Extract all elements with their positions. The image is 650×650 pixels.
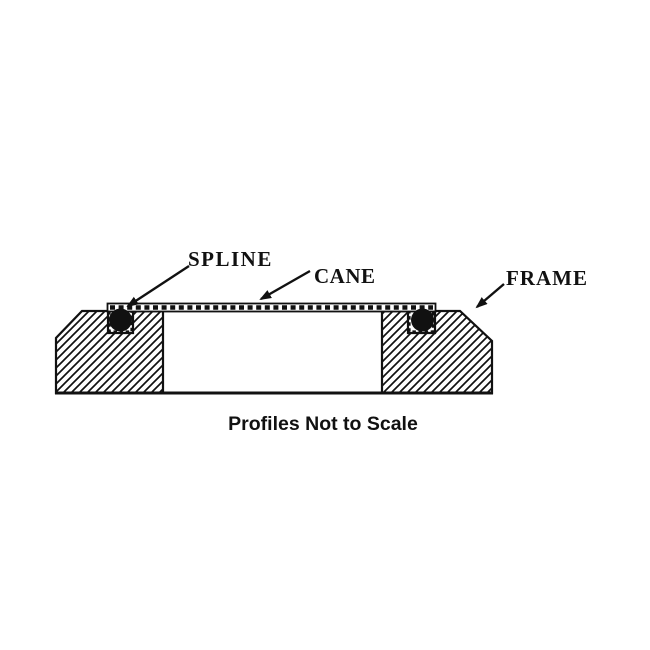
cane-label: CANE: [314, 264, 376, 288]
cane-strip: [106, 302, 437, 313]
frame-label: FRAME: [506, 266, 588, 290]
scale-caption: Profiles Not to Scale: [228, 413, 418, 435]
frame-arrow: [475, 283, 505, 309]
frame-left-profile: [54, 309, 165, 395]
spline-arrow: [126, 264, 190, 308]
spline-left: [109, 308, 132, 332]
spline-right: [411, 308, 434, 332]
spline-label: SPLINE: [188, 247, 273, 271]
cane-arrow: [259, 269, 311, 301]
frame-right-profile: [380, 309, 494, 395]
